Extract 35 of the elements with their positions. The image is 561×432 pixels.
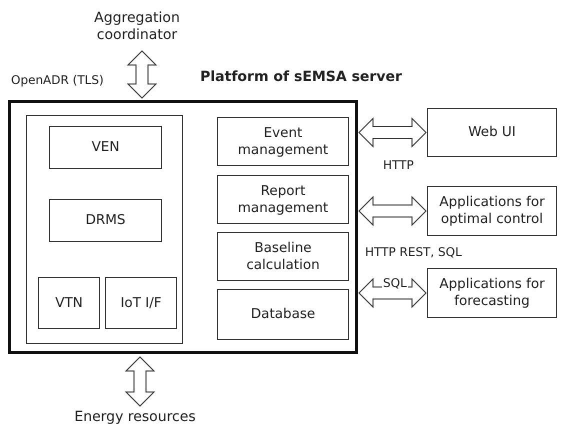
endpoint-label: Energy resources — [60, 408, 210, 428]
box-label: Applications for forecasting — [438, 276, 546, 310]
box-label: Applications for optimal control — [438, 194, 546, 228]
box-label: Web UI — [468, 124, 516, 141]
component-box — [105, 277, 177, 329]
endpoint-label: Aggregation coordinator — [72, 6, 202, 48]
component-box — [49, 126, 162, 169]
component-box — [427, 186, 557, 236]
edge-label: HTTP — [382, 158, 415, 172]
box-label: Event management — [236, 124, 330, 158]
edge-label: HTTP REST, SQL — [364, 245, 463, 259]
box-label: Database — [250, 306, 316, 323]
box-label: DRMS — [86, 212, 126, 229]
component-box — [217, 232, 349, 281]
edge-label: SQL — [382, 276, 408, 290]
box-label: VEN — [92, 139, 120, 156]
double-arrow — [358, 117, 427, 148]
box-label: IoT I/F — [120, 294, 162, 312]
double-arrow — [358, 196, 427, 226]
frame-title: Platform of sEMSA server — [199, 69, 403, 86]
double-arrow — [358, 278, 427, 308]
component-box — [49, 199, 162, 242]
component-box — [217, 175, 349, 224]
double-arrow — [126, 50, 158, 99]
box-label: VTN — [55, 294, 83, 312]
double-arrow — [124, 356, 156, 407]
edge-label: OpenADR (TLS) — [10, 73, 105, 87]
box-label: Baseline calculation — [245, 240, 321, 274]
component-box — [217, 289, 349, 340]
component-box — [427, 108, 557, 157]
component-box — [38, 277, 100, 329]
box-label: Report management — [236, 182, 330, 216]
component-box — [217, 117, 349, 166]
group-box — [26, 115, 183, 344]
component-box — [427, 268, 557, 318]
